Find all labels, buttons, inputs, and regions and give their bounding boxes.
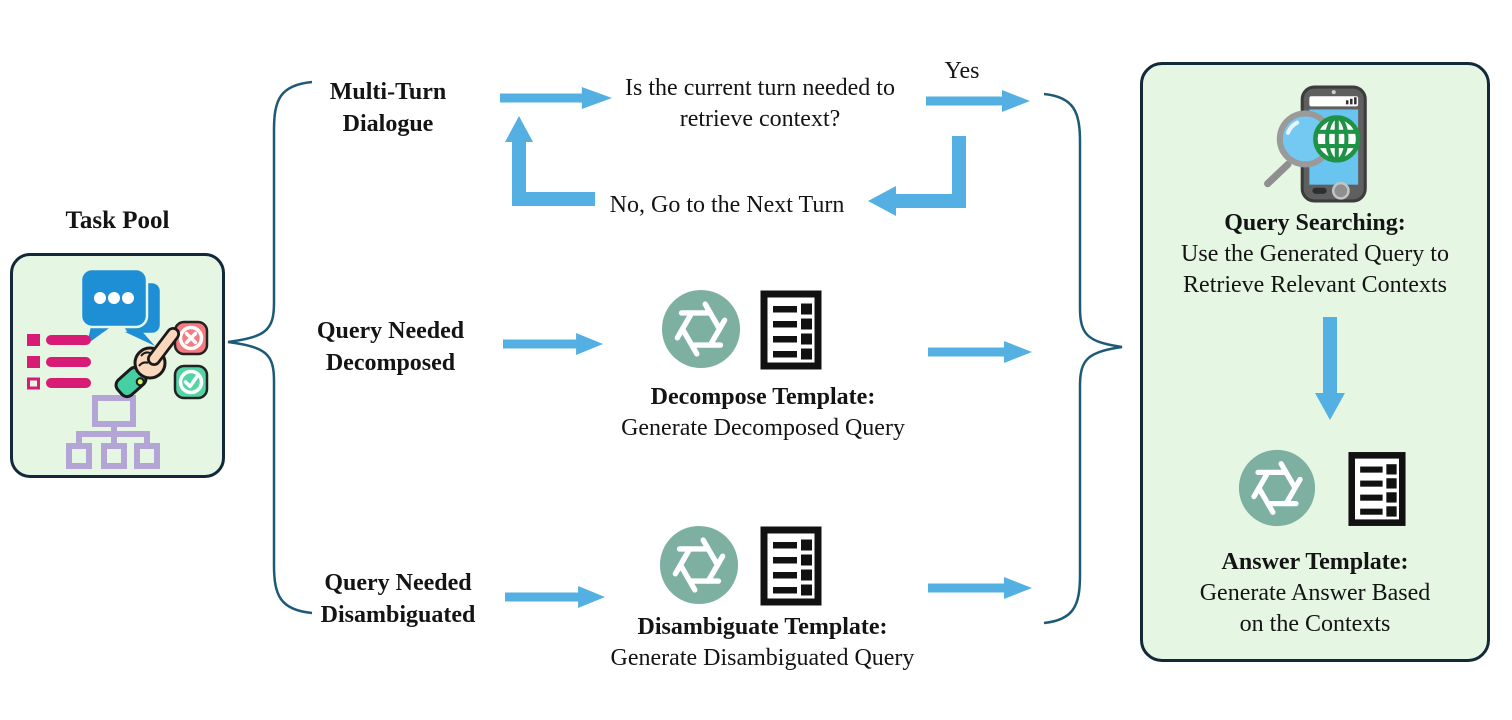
- dismiss-button-icon: [173, 320, 209, 356]
- task-pool-title: Task Pool: [65, 207, 170, 234]
- disambiguate-label: Query Needed Disambiguated: [320, 570, 476, 628]
- loop-back-arrow: [505, 116, 595, 206]
- flow-arrow-multiturn: [500, 87, 612, 109]
- disambiguate-caption: Disambiguate Template: Generate Disambig…: [610, 614, 915, 671]
- flow-arrow-disambiguate: [505, 586, 605, 608]
- query-searching-caption: Query Searching: Use the Generated Query…: [1181, 210, 1449, 298]
- left-brace: [227, 80, 313, 615]
- openai-icon: [660, 288, 742, 370]
- no-label: No, Go to the Next Turn: [609, 192, 845, 218]
- template-doc-icon: [760, 526, 822, 606]
- output-panel: Query Searching: Use the Generated Query…: [1140, 62, 1490, 662]
- retrieve-question: Is the current turn needed to retrieve c…: [625, 75, 895, 132]
- hierarchy-icon: [66, 395, 160, 469]
- task-pool-icons: [27, 267, 209, 469]
- openai-icon: [1237, 448, 1317, 528]
- yes-arrow: [926, 90, 1030, 112]
- right-brace: [1043, 92, 1123, 625]
- task-pool-panel: [10, 253, 225, 478]
- chat-icon: [79, 267, 163, 346]
- pointer-hand-icon: [114, 327, 180, 399]
- globe-icon: [1313, 115, 1361, 163]
- checklist-icon: [27, 334, 91, 390]
- confirm-button-icon: [173, 364, 209, 400]
- template-doc-icon: [1348, 450, 1406, 528]
- decompose-label: Query Needed Decomposed: [316, 318, 465, 376]
- search-phone-icon: [1264, 85, 1367, 203]
- answer-template-caption: Answer Template: Generate Answer Based o…: [1199, 549, 1431, 637]
- yes-label: Yes: [944, 58, 980, 84]
- template-doc-icon: [760, 290, 822, 370]
- openai-icon: [658, 524, 740, 606]
- no-branch-arrow: [868, 136, 966, 216]
- flow-arrow-decompose-out: [928, 341, 1032, 363]
- flow-arrow-disambiguate-out: [928, 577, 1032, 599]
- decompose-caption: Decompose Template: Generate Decomposed …: [621, 384, 905, 441]
- down-arrow: [1315, 317, 1345, 420]
- flow-arrow-decompose: [503, 333, 603, 355]
- multi-turn-label: Multi-Turn Dialogue: [329, 79, 447, 137]
